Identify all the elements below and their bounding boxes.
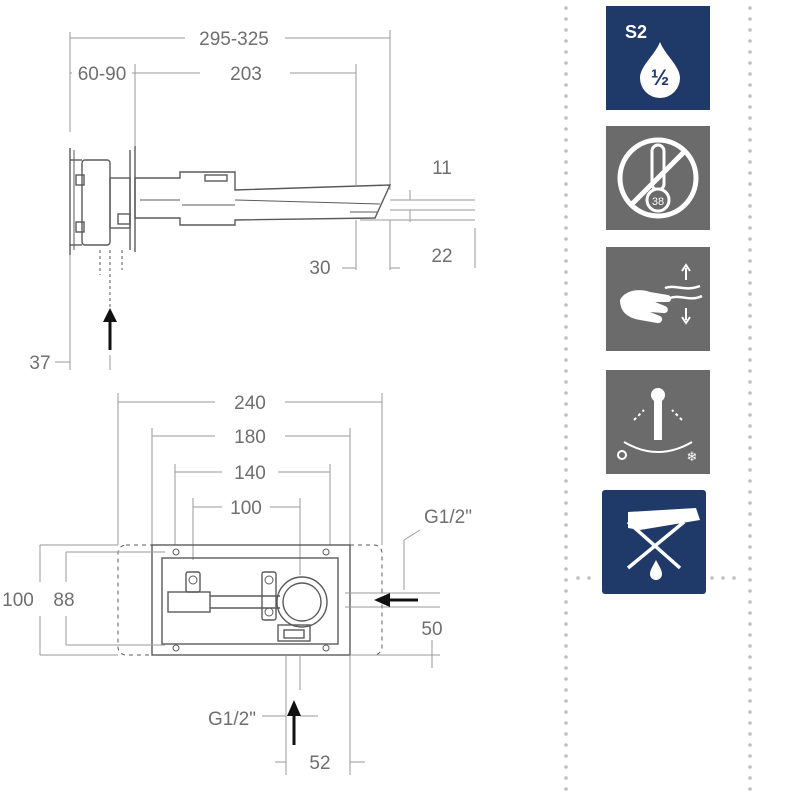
dim-width-outer: 240 [234,393,266,414]
dim-wall-depth: 60-90 [78,64,127,85]
icon-thermo-label: 38 [652,196,664,208]
no-thermostat-icon: 38 [606,126,710,230]
label-inlet-bottom: G1/2" [208,709,256,730]
no-shower-diverter-icon [602,490,706,594]
dim-inlet-bottom-offset: 52 [309,753,330,774]
side-view: 295-325 60-90 203 [29,29,476,374]
dim-spout-length: 203 [230,64,262,85]
dotted-dividers [564,6,752,797]
dim-overall-length: 295-325 [199,29,269,50]
dim-spout-offset: 30 [309,258,330,279]
dim-width-frame: 180 [234,427,266,448]
dim-spout-tip-height: 22 [431,246,452,267]
hot-cold-lever-icon: ❄ [606,370,710,474]
dim-height-outer: 100 [2,590,34,611]
svg-text:❄: ❄ [687,450,698,465]
front-view: 240 180 140 100 [2,393,472,775]
dim-height-inner: 88 [53,590,74,611]
dim-inlet-right-height: 50 [421,619,442,640]
icon-s2-fraction: ½ [651,65,669,90]
dim-inlet-offset: 37 [29,353,50,374]
hands-wave-flow-icon [606,247,710,351]
s2-water-flow-icon: S2 ½ [606,6,710,110]
icon-s2-label: S2 [625,22,647,42]
label-inlet-right: G1/2" [424,507,472,528]
dim-width-inner: 100 [230,498,262,519]
dim-spout-thickness: 11 [432,158,452,179]
dim-width-holes: 140 [234,463,266,484]
